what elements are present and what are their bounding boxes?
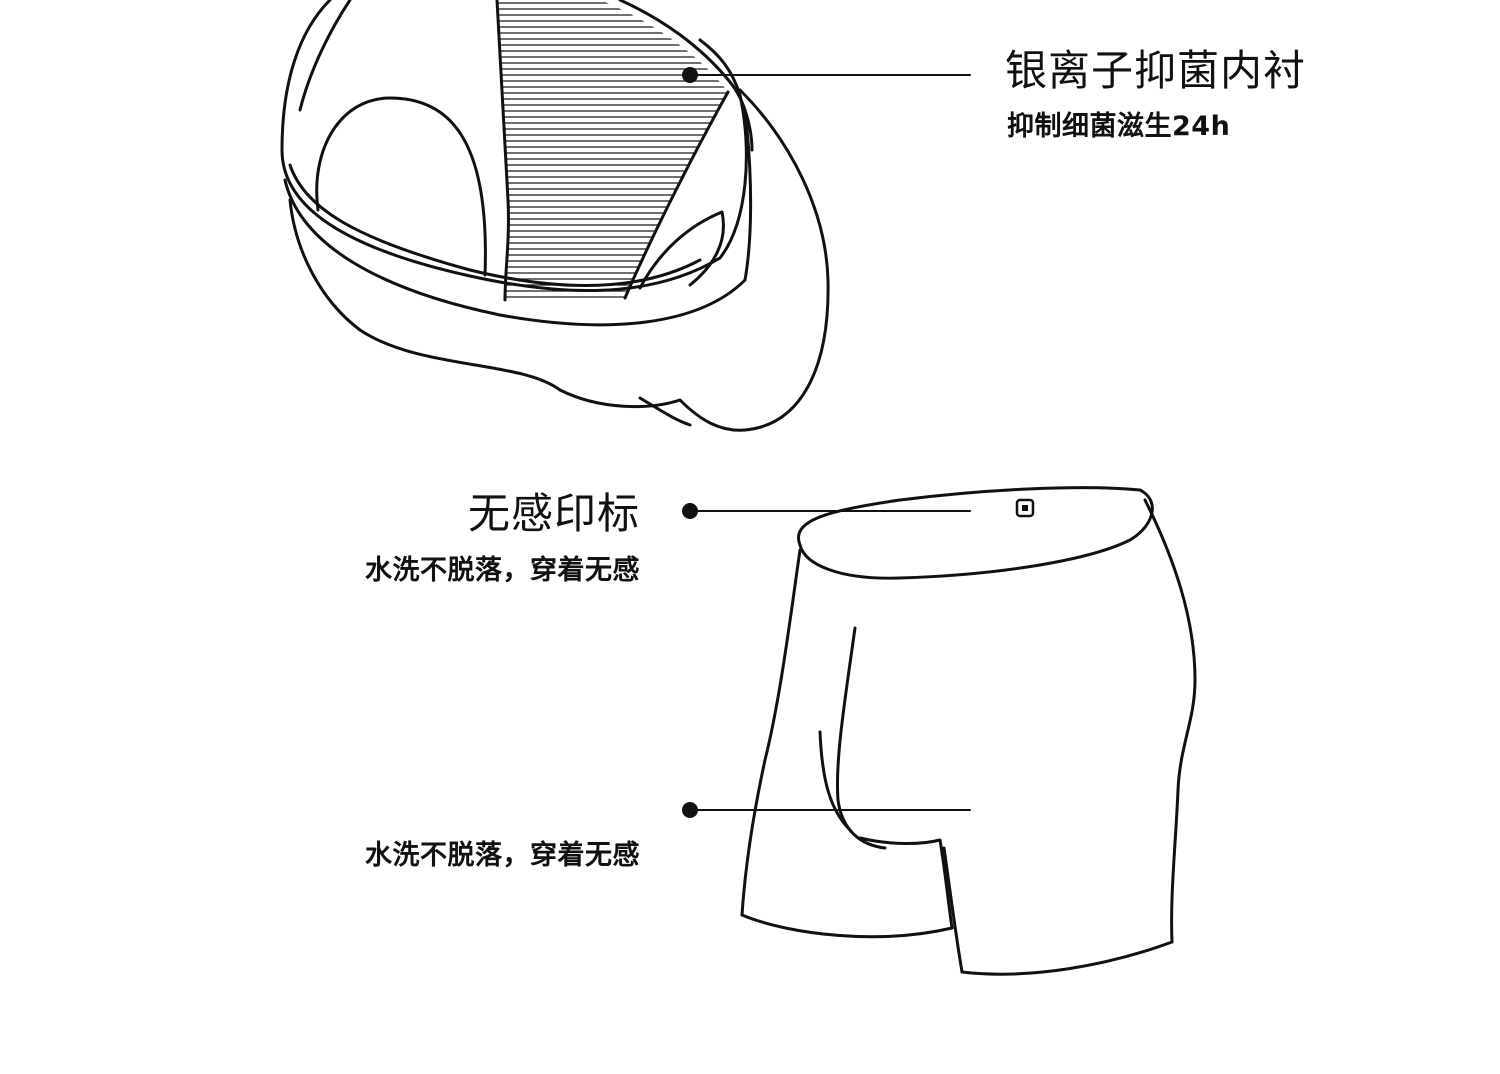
lining-callout-title: 银离子抑菌内衬 xyxy=(1005,50,1306,92)
boxer-waistband xyxy=(798,488,1152,579)
boxer-brief-drawing xyxy=(690,488,1195,975)
lining-callout-dot xyxy=(682,67,698,83)
lining-callout-subtitle: 抑制细菌滋生24h xyxy=(1007,113,1230,140)
underwear-inside-drawing xyxy=(282,0,970,430)
label-callout-dot xyxy=(682,503,698,519)
crotch-callout-subtitle: 水洗不脱落，穿着无感 xyxy=(365,842,640,869)
crotch-callout-dot xyxy=(682,802,698,818)
label-callout-subtitle: 水洗不脱落，穿着无感 xyxy=(365,557,640,584)
label-callout-title: 无感印标 xyxy=(468,493,640,535)
